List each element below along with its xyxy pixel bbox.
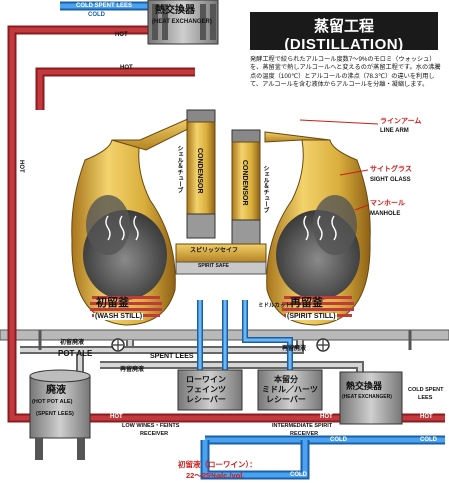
heat-exchanger-top bbox=[147, 0, 219, 45]
spirit-safe-jp: スピリッツセイフ bbox=[190, 248, 239, 254]
low-wine-info-l2: 22～25%alc./vol. bbox=[186, 471, 245, 480]
heat-exchanger-bottom bbox=[339, 371, 403, 425]
hot-bottom-label-1: HOT bbox=[110, 414, 123, 420]
hot-left-label: HOT bbox=[18, 160, 24, 173]
cold-bottom-label-3: COLD bbox=[290, 472, 307, 478]
description-text: 発酵工程で絞られたアルコール度数7～9%のモロミ（ウォッシュ）を、蒸留釜で熱しア… bbox=[250, 56, 441, 89]
heat-exchanger-bottom-jp: 熱交換器 bbox=[346, 381, 383, 391]
waste-tank-en2: (SPENT LEES) bbox=[36, 411, 74, 417]
line-arm-jp: ラインアーム bbox=[380, 118, 422, 125]
annotation-lines bbox=[299, 119, 379, 211]
spirit-safe-en: SPIRIT SAFE bbox=[198, 263, 229, 269]
waste-tank bbox=[29, 369, 91, 460]
cold-top-label: COLD SPENT LEES bbox=[76, 3, 133, 9]
manhole-en: MANHOLE bbox=[370, 211, 401, 217]
intermediate-en1: INTERMEDIATE SPIRIT bbox=[272, 423, 333, 429]
low-wine-info-l1: 初留液（ローワイン）： bbox=[178, 460, 257, 469]
hot-pipe-wash bbox=[35, 67, 195, 110]
low-wines-en2: RECEIVER bbox=[140, 431, 169, 437]
low-wines-jp1: ローワイン bbox=[186, 375, 226, 384]
waste-tank-jp: 廃液 bbox=[46, 385, 66, 396]
sight-glass-jp: サイトグラス bbox=[370, 166, 412, 173]
title-jp: 蒸留工程 bbox=[313, 18, 374, 35]
heat-exchanger-bottom-en: (HEAT EXCHANGER) bbox=[342, 394, 392, 400]
condensor-right bbox=[231, 129, 261, 245]
line-arm-en: LINE ARM bbox=[380, 128, 409, 134]
low-wines-receiver-tank bbox=[177, 369, 243, 411]
condensor-left-label: CONDENSOR bbox=[196, 148, 203, 194]
cold-bottom-label-1: COLD bbox=[330, 437, 347, 443]
heat-exchanger-top-jp: 熱交換器 bbox=[155, 5, 195, 16]
intermediate-jp3: レシーバー bbox=[266, 395, 306, 404]
cold-top-sub-label: COLD bbox=[88, 12, 105, 18]
sight-glass-en: SIGHT GLASS bbox=[370, 177, 411, 183]
valve-pot-ale bbox=[111, 338, 125, 352]
spent-lees-jp-right: 再留廃液 bbox=[282, 346, 307, 352]
spirit-still-en: (SPIRIT STILL) bbox=[286, 313, 337, 320]
cold-spent-lees-l1: COLD SPENT bbox=[408, 387, 444, 393]
hot-wash-label: HOT bbox=[120, 65, 133, 71]
waste-tank-en1: (HOT POT ALE) bbox=[32, 399, 73, 405]
hot-bottom-label-3: HOT bbox=[420, 414, 433, 420]
wash-still-en: (WASH STILL) bbox=[94, 313, 144, 320]
pot-ale-jp: 初留廃液 bbox=[60, 340, 85, 346]
spent-lees-jp-left: 再留廃液 bbox=[120, 367, 145, 373]
spirit-still-jp: 再留釜 bbox=[290, 297, 323, 309]
pot-ale-en: POT ALE bbox=[58, 349, 93, 358]
hot-bottom-label-2: HOT bbox=[320, 414, 333, 420]
low-wines-jp2: フェインツ bbox=[186, 385, 226, 394]
shell-tube-left-label: シェル＆チューブ bbox=[176, 145, 182, 193]
shell-tube-right-label: シェル＆チューブ bbox=[262, 165, 268, 213]
low-wines-en1: LOW WINES・FEINTS bbox=[122, 423, 180, 429]
middle-cut-label: ミドルカット bbox=[258, 303, 291, 309]
spirit-still bbox=[264, 131, 371, 326]
intermediate-receiver-tank bbox=[257, 369, 323, 411]
manhole-jp: マンホール bbox=[370, 200, 405, 207]
intermediate-jp1: 本留分 bbox=[274, 375, 298, 384]
wash-still bbox=[71, 117, 191, 326]
intermediate-jp2: ミドル／ハーツ bbox=[262, 385, 318, 394]
low-wines-jp3: レシーバー bbox=[186, 395, 226, 404]
title-en: (DISTILLATION) bbox=[284, 36, 404, 53]
hot-top-label: HOT bbox=[115, 32, 128, 38]
wash-still-jp: 初留釜 bbox=[96, 297, 129, 309]
cold-spent-lees-l2: LEES bbox=[418, 395, 433, 401]
spent-lees-label: SPENT LEES bbox=[150, 353, 194, 360]
condensor-right-label: CONDENSOR bbox=[241, 160, 248, 206]
condensor-left bbox=[186, 109, 216, 239]
heat-exchanger-top-en: (HEAT EXCHANGER) bbox=[152, 19, 212, 25]
cold-bottom-label-2: COLD bbox=[420, 437, 437, 443]
intermediate-en2: RECEIVER bbox=[290, 431, 319, 437]
title-box: 蒸留工程 (DISTILLATION) bbox=[250, 12, 438, 53]
valve-spent-lees bbox=[316, 338, 330, 352]
